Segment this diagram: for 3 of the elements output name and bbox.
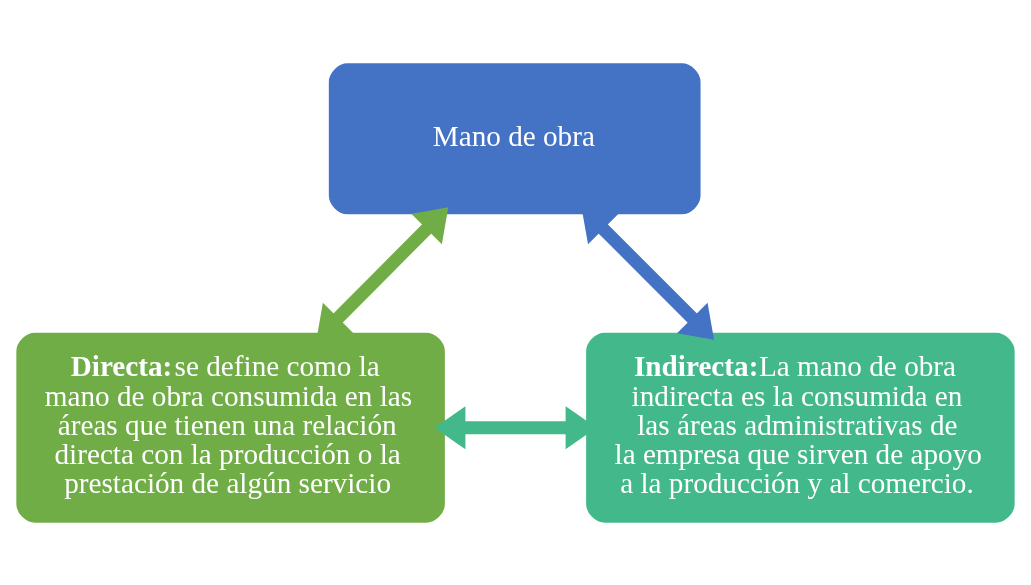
node-box: Indirecta:La mano de obra indirecta es la consumida en las áreas administrativas de la empresa que sirven de apoyo a la producción y al comercio. bbox=[584, 330, 1017, 524]
node-box: Mano de obra bbox=[327, 61, 703, 216]
node-box: Directa:se define como la mano de obra consumida en las áreas que tienen una relación directa con la producción o la prestación de algún servicio bbox=[14, 330, 447, 524]
